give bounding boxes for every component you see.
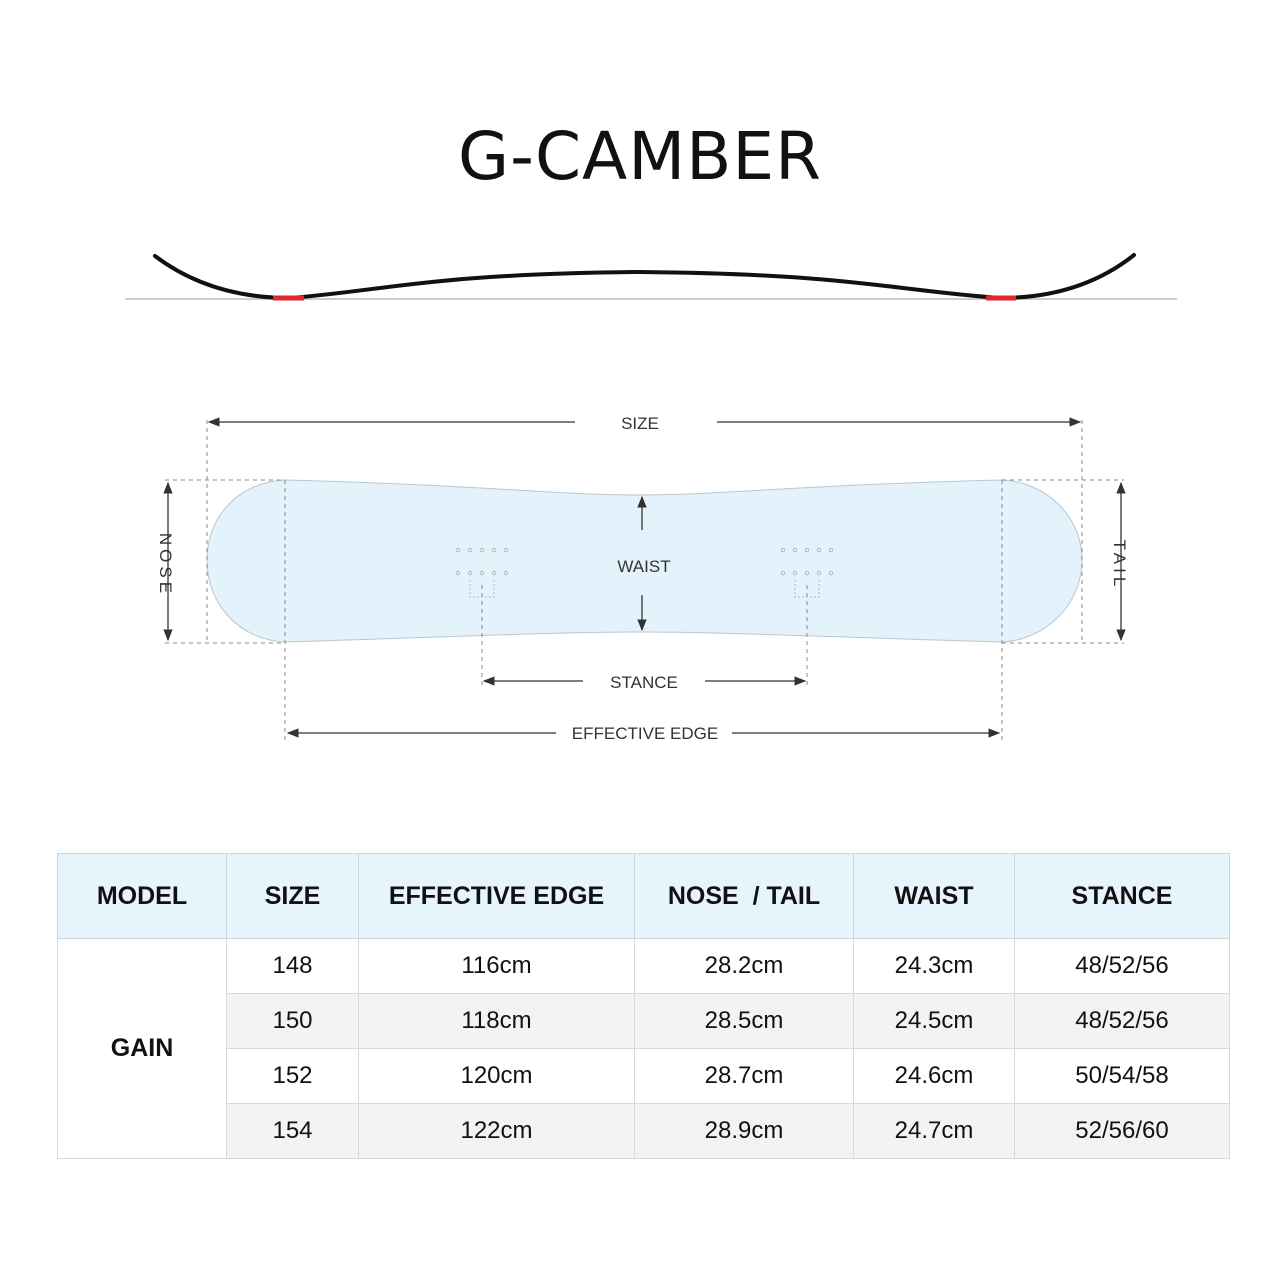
nose-tail-cell: 28.5cm <box>634 993 854 1049</box>
header-effective-edge: EFFECTIVE EDGE <box>358 853 635 939</box>
dimension-arrows <box>163 417 1126 738</box>
nose-tail-cell: 28.7cm <box>634 1048 854 1104</box>
header-nose-tail: NOSE / TAIL <box>634 853 854 939</box>
header-model: MODEL <box>57 853 227 939</box>
table-header-row: MODEL SIZE EFFECTIVE EDGE NOSE / TAIL WA… <box>57 853 1230 939</box>
stance-cell: 48/52/56 <box>1014 938 1230 994</box>
header-stance: STANCE <box>1014 853 1230 939</box>
waist-cell: 24.5cm <box>853 993 1015 1049</box>
size-cell: 152 <box>226 1048 359 1104</box>
stance-cell: 48/52/56 <box>1014 993 1230 1049</box>
snowboard-diagram: SIZE WAIST STANCE EFFECTIVE EDGE NOSE TA… <box>125 253 1177 743</box>
nose-label: NOSE <box>156 533 175 597</box>
nose-tail-cell: 28.9cm <box>634 1103 854 1159</box>
header-size: SIZE <box>226 853 359 939</box>
camber-profile <box>125 253 1177 301</box>
table-row: 154 122cm 28.9cm 24.7cm 52/56/60 <box>58 1103 1230 1159</box>
header-waist: WAIST <box>853 853 1015 939</box>
table-row: 152 120cm 28.7cm 24.6cm 50/54/58 <box>58 1048 1230 1104</box>
size-label: SIZE <box>621 414 659 433</box>
waist-cell: 24.7cm <box>853 1103 1015 1159</box>
effective-edge-cell: 118cm <box>358 993 635 1049</box>
tail-label: TAIL <box>1110 540 1129 591</box>
nose-tail-cell: 28.2cm <box>634 938 854 994</box>
tail-binding-inserts <box>780 547 834 598</box>
stance-cell: 52/56/60 <box>1014 1103 1230 1159</box>
size-cell: 154 <box>226 1103 359 1159</box>
effective-edge-cell: 116cm <box>358 938 635 994</box>
size-cell: 150 <box>226 993 359 1049</box>
dimension-guides <box>165 420 1124 740</box>
waist-label: WAIST <box>617 557 670 576</box>
profile-curve <box>153 253 1136 301</box>
waist-cell: 24.3cm <box>853 938 1015 994</box>
table-row: GAIN 148 116cm 28.2cm 24.3cm 48/52/56 <box>57 938 1230 1159</box>
stance-label: STANCE <box>610 673 678 692</box>
effective-edge-cell: 122cm <box>358 1103 635 1159</box>
table-row: 150 118cm 28.5cm 24.5cm 48/52/56 <box>58 993 1230 1049</box>
spec-table: MODEL SIZE EFFECTIVE EDGE NOSE / TAIL WA… <box>57 853 1230 1159</box>
stance-cell: 50/54/58 <box>1014 1048 1230 1104</box>
effective-edge-label: EFFECTIVE EDGE <box>572 724 718 743</box>
waist-cell: 24.6cm <box>853 1048 1015 1104</box>
page-title: G-CAMBER <box>458 118 822 195</box>
model-cell: GAIN <box>57 938 227 1159</box>
nose-binding-inserts <box>455 547 509 598</box>
size-cell: 148 <box>226 938 359 994</box>
effective-edge-cell: 120cm <box>358 1048 635 1104</box>
